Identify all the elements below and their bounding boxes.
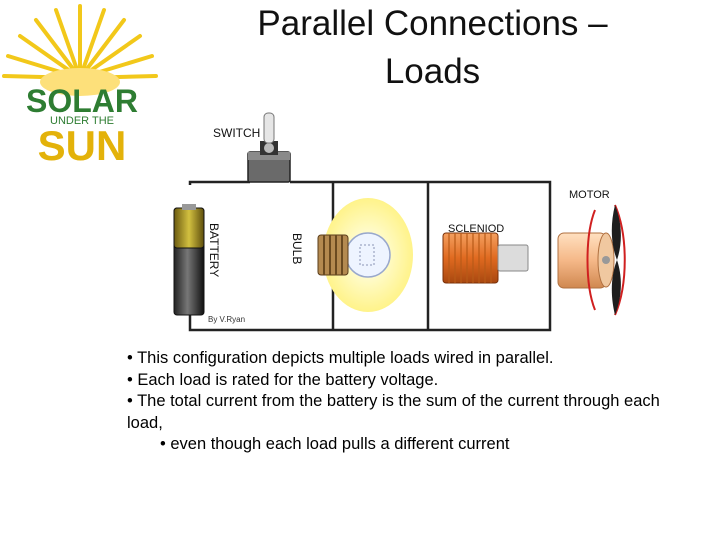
title-line-1: Parallel Connections – <box>257 4 608 43</box>
solar-under-the-sun-logo: SOLAR UNDER THE SUN <box>2 4 158 169</box>
motor-label: MOTOR <box>569 189 610 201</box>
battery-icon <box>173 204 205 316</box>
toggle-switch-icon <box>247 112 291 183</box>
solenoid-label: SCLENIOD <box>448 223 504 235</box>
motor-icon <box>557 204 626 316</box>
title-line-2: Loads <box>384 52 481 91</box>
propeller-icon <box>611 205 621 315</box>
bullet-1: • This configuration depicts multiple lo… <box>127 349 554 367</box>
logo-solar-text: SOLAR <box>26 83 138 119</box>
light-bulb-icon <box>317 198 413 312</box>
slide-title: Parallel Connections – Loads <box>215 0 650 96</box>
solenoid-coil-icon <box>442 232 529 284</box>
logo-sun-text: SUN <box>38 122 127 169</box>
battery-label: BATTERY <box>207 223 221 277</box>
bulb-label: BULB <box>290 233 304 264</box>
parallel-circuit-diagram: SWITCH BATTERY By V.Ryan BULB SCLENIOD <box>173 112 626 332</box>
bullet-list: • This configuration depicts multiple lo… <box>127 348 667 456</box>
bullet-3: • The total current from the battery is … <box>127 392 660 432</box>
sun-glow <box>40 68 120 96</box>
sun-rays-icon <box>2 4 158 80</box>
bullet-2: • Each load is rated for the battery vol… <box>127 370 439 389</box>
bullet-4: • even though each load pulls a differen… <box>160 435 510 453</box>
logo-under-the-text: UNDER THE <box>50 115 114 127</box>
switch-label: SWITCH <box>213 126 260 140</box>
credit-label: By V.Ryan <box>208 315 245 324</box>
